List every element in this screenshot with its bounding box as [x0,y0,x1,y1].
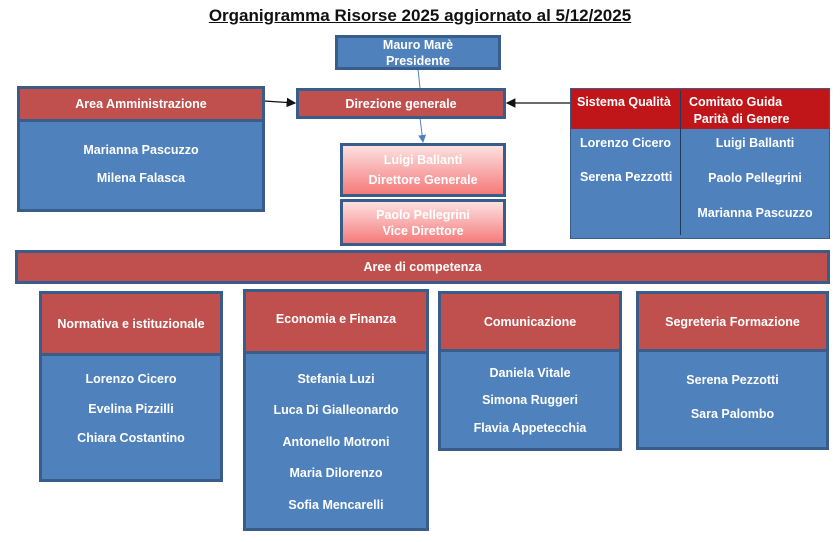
member: Luca Di Gialleonardo [273,403,399,417]
member: Marianna Pascuzzo [83,142,199,157]
vice-role: Vice Direttore [382,223,464,238]
member: Evelina Pizzilli [88,401,174,416]
vice-name: Paolo Pellegrini [376,207,470,222]
page-title: Organigramma Risorse 2025 aggiornato al … [208,6,632,25]
member: Daniela Vitale [489,365,571,380]
connector-president [417,68,421,89]
direttore-name: Luigi Ballanti [383,152,463,167]
comitato-header-1: Comitato Guida [689,95,783,109]
member: Chiara Costantino [77,431,185,446]
area-normativa: Normativa e istituzionale Lorenzo Cicero… [39,291,223,482]
member: Lorenzo Cicero [85,371,177,386]
amministrazione-header: Area Amministrazione [20,89,262,122]
qualita-comitato-box: Sistema Qualità Comitato Guida Parità di… [570,88,830,239]
president-role: Presidente [386,53,450,68]
area-comunicazione: Comunicazione Daniela Vitale Simona Rugg… [438,291,622,451]
vice-box: Paolo Pellegrini Vice Direttore [340,199,506,246]
qualita-header: Sistema Qualità [577,95,671,109]
direzione-box: Direzione generale [296,88,506,119]
area-header: Economia e Finanza [246,292,426,354]
area-header: Segreteria Formazione [639,294,826,352]
member: Serena Pezzotti [580,170,673,184]
comitato-header-2: Parità di Genere [693,112,790,126]
direttore-box: Luigi Ballanti Direttore Generale [340,143,506,197]
member: Sara Palombo [690,407,775,422]
member: Stefania Luzi [297,371,375,386]
member: Paolo Pellegrini [708,171,802,185]
member: Lorenzo Cicero [580,136,671,150]
area-header: Comunicazione [441,294,619,352]
amministrazione-box: Area Amministrazione Marianna Pascuzzo M… [17,86,265,212]
member: Antonello Motroni [282,434,390,449]
arrow-amministrazione [263,97,297,108]
member: Flavia Appetecchia [473,420,587,435]
member: Maria Dilorenzo [289,466,383,480]
member: Milena Falasca [96,171,186,186]
president-name: Mauro Marè [382,37,454,52]
member: Marianna Pascuzzo [697,206,813,220]
member: Sofia Mencarelli [288,497,384,512]
area-economia: Economia e Finanza Stefania Luzi Luca Di… [243,289,429,531]
member: Serena Pezzotti [686,372,779,387]
connector-direttore [418,117,427,143]
area-segreteria: Segreteria Formazione Serena Pezzotti Sa… [636,291,829,450]
president-box: Mauro Marè Presidente [335,35,501,70]
direttore-role: Direttore Generale [368,173,478,188]
member: Simona Ruggeri [482,393,578,407]
member: Luigi Ballanti [715,136,795,150]
aree-bar: Aree di competenza [15,250,830,284]
area-header: Normativa e istituzionale [42,294,220,356]
